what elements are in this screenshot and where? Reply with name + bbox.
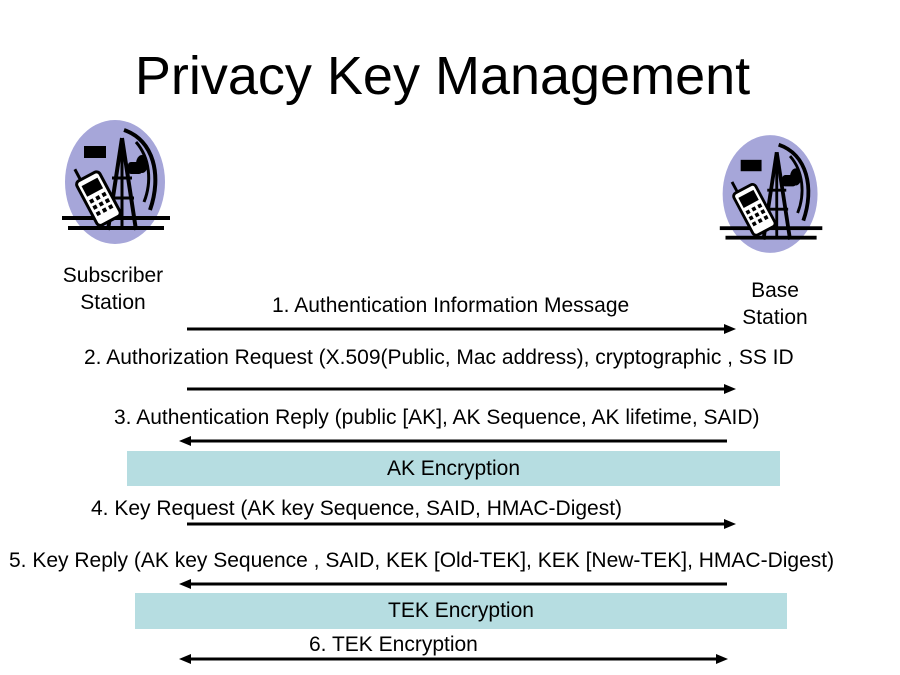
tek-encryption-band: TEK Encryption (135, 593, 787, 629)
ak-encryption-band: AK Encryption (127, 451, 780, 486)
subscriber-label-line2: Station (80, 291, 146, 314)
base-label-line2: Station (742, 306, 808, 329)
message-3-label: 3. Authentication Reply (public [AK], AK… (114, 406, 760, 429)
tek-encryption-label: TEK Encryption (388, 599, 534, 622)
base-label-line1: Base (751, 279, 799, 302)
page-title: Privacy Key Management (134, 46, 751, 106)
message-6-label: 6. TEK Encryption (309, 633, 478, 656)
ak-encryption-label: AK Encryption (386, 456, 521, 480)
subscriber-station-icon (58, 118, 176, 251)
arrow-5-left (179, 579, 727, 589)
arrow-2-right (187, 384, 736, 394)
base-station-label: Base Station (720, 277, 830, 331)
message-1-label: 1. Authentication Information Message (272, 294, 630, 317)
arrow-3-left (179, 436, 727, 446)
arrow-6-bidirectional (179, 654, 728, 664)
base-station-icon (716, 132, 828, 261)
arrow-4-right (187, 519, 736, 529)
message-4-label: 4. Key Request (AK key Sequence, SAID, H… (91, 497, 623, 520)
subscriber-station-label: Subscriber Station (48, 262, 178, 316)
arrow-1-right (187, 324, 736, 334)
message-2-label: 2. Authorization Request (X.509(Public, … (84, 346, 794, 369)
message-5-label: 5. Key Reply (AK key Sequence , SAID, KE… (9, 549, 835, 572)
subscriber-label-line1: Subscriber (62, 264, 164, 287)
